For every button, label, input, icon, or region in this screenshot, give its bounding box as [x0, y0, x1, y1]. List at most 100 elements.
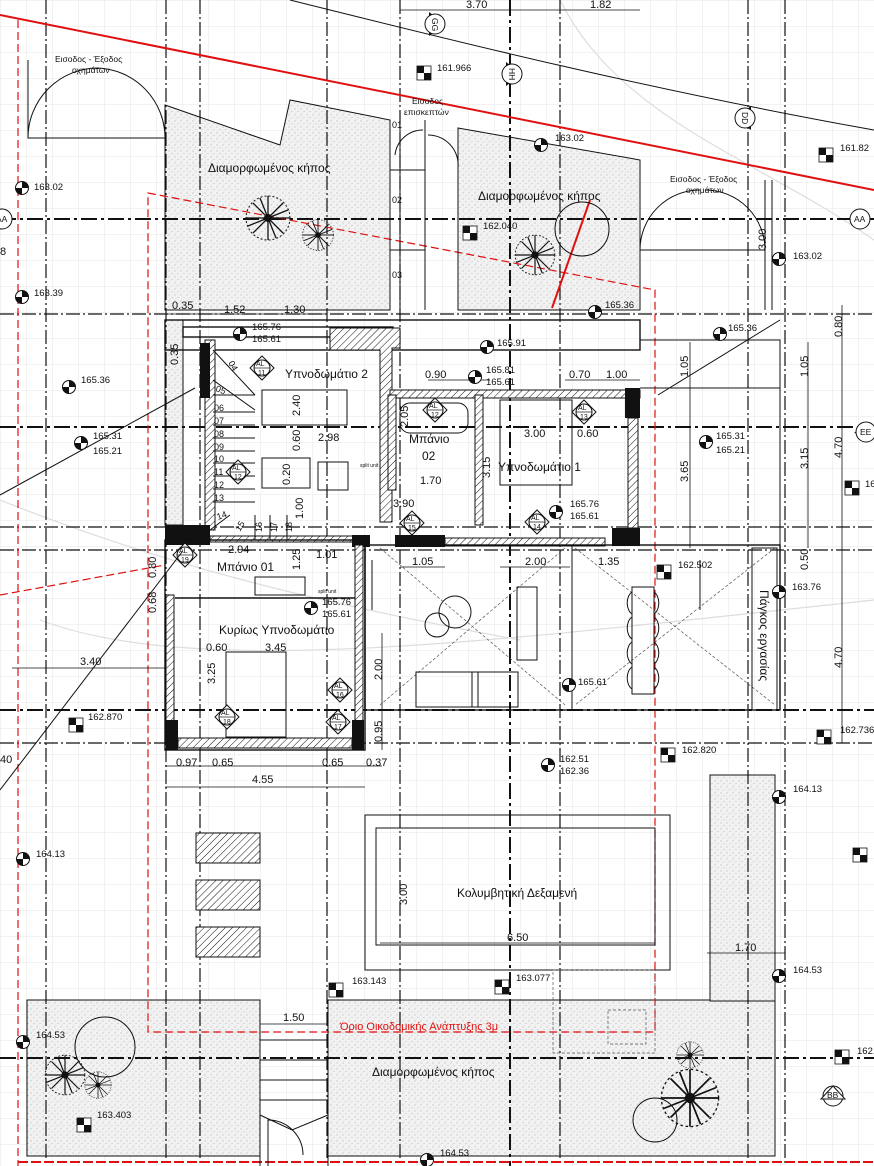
dimension-label: 0.20 [281, 464, 293, 485]
step-number: 13 [214, 493, 224, 503]
dimension-label: 40 [0, 754, 12, 766]
level-label: 162.820 [682, 745, 716, 756]
dimension-label: 3.15 [481, 457, 493, 478]
step-number: 04 [226, 359, 240, 373]
visitor-entrance-label: επισκεπτών [404, 107, 449, 117]
step-number: 18 [284, 522, 294, 532]
section-marker-gg: GG [424, 12, 446, 36]
dimension-label: 0.80 [833, 316, 845, 337]
dimension-label: 2.98 [318, 432, 339, 444]
step-number: 11 [214, 467, 223, 477]
step-number: 16 [254, 522, 264, 532]
level-label: 164.53 [440, 1148, 469, 1159]
dimension-label: 2.05 [399, 406, 411, 427]
bedroom-1-label: Υπνοδωμάτιο 1 [498, 460, 581, 474]
level-label: 165.76 [252, 322, 281, 333]
vehicle-entrance-label: Εισοδος - Έξοδος [55, 54, 122, 64]
master-bedroom-label: Κυρίως Υπνοδωμάτιο [219, 623, 335, 637]
vehicle-entrance-label: οχημάτων [72, 65, 110, 75]
svg-text:DD: DD [740, 112, 750, 124]
level-label: 165.21 [93, 446, 122, 457]
dimension-label: 1.70 [735, 942, 756, 954]
dimension-label: 4.55 [252, 774, 273, 786]
level-markers: 161.966 163.02 161.82 163.02 162.040 163… [15, 63, 874, 1166]
dimension-label: 0.65 [322, 757, 343, 769]
level-label: 163.403 [97, 1110, 131, 1121]
step-number: 09 [214, 442, 224, 452]
svg-text:AL: AL [179, 548, 188, 555]
swimming-pool [364, 814, 671, 1054]
tree-canopy-icon [554, 201, 610, 257]
dimension-label: 3.65 [679, 461, 691, 482]
dimension-label: 0.60 [206, 642, 227, 654]
dimension-label: 0.95 [373, 721, 385, 742]
outdoor-stairs [259, 1000, 329, 1166]
step-number: 12 [214, 480, 224, 490]
level-label: 16 [865, 479, 874, 490]
dimension-label: 1.05 [679, 356, 691, 377]
garden-strip-right [709, 774, 776, 1002]
dimension-label: 0.60 [577, 428, 598, 440]
svg-text:EE: EE [860, 427, 872, 437]
section-marker-bb: BB [819, 1085, 847, 1107]
svg-text:AA: AA [0, 214, 8, 224]
level-label: 165.76 [570, 499, 599, 510]
dimension-label: 3.45 [265, 642, 286, 654]
dimension-label: 4.70 [833, 437, 845, 458]
step-number: 08 [214, 429, 224, 439]
dimension-label: 1.00 [606, 369, 627, 381]
step-number: 17 [269, 522, 279, 532]
sun-loungers [195, 832, 261, 958]
garden-label: Διαμορφωμένος κήπος [208, 161, 331, 175]
level-label: 163.76 [792, 582, 821, 593]
bottom-gate [267, 1119, 304, 1166]
dimension-label: 2.94 [228, 544, 249, 556]
svg-text:AA: AA [854, 214, 866, 224]
section-marker-hh: HH [501, 62, 523, 86]
dimension-label: 3.15 [799, 448, 811, 469]
level-label: 162.040 [483, 221, 517, 232]
dimension-label: 1.01 [316, 549, 337, 561]
garden-label: Διαμορφωμένος κήπος [478, 189, 601, 203]
stair-numbers: 01 02 03 04 05 06 07 08 09 10 11 12 13 1… [214, 120, 402, 533]
level-label: 165.81 [486, 365, 515, 376]
level-label: 164.13 [793, 784, 822, 795]
svg-text:15: 15 [408, 525, 416, 532]
dimension-label: 0.35 [169, 344, 181, 365]
level-label: 162.870 [88, 712, 122, 723]
tree-canopy-icon [74, 1016, 136, 1078]
svg-text:AL: AL [531, 515, 540, 522]
building-limit-label: Όριο Οικοδομικής Ανάπτυξης 3μ [339, 1021, 498, 1033]
svg-text:AL: AL [332, 715, 341, 722]
svg-text:AL: AL [232, 465, 241, 472]
svg-text:17: 17 [334, 724, 342, 731]
entrances [27, 60, 773, 310]
level-label: 161.966 [437, 63, 471, 74]
dimensions: 3.70 1.82 0.35 1.52 1.30 0.35 2.40 2.98 … [0, 0, 845, 1024]
garden-area-bottom-right [327, 999, 776, 1157]
dimension-label: 3.70 [466, 0, 487, 11]
vehicle-entrance-label: οχημάτων [686, 185, 724, 195]
dimension-label: 0.65 [212, 757, 233, 769]
dimension-label: 6.50 [507, 932, 528, 944]
svg-text:HH: HH [507, 68, 517, 80]
dimension-label: 3.00 [524, 428, 545, 440]
level-label: 163.02 [793, 251, 822, 262]
level-label: 164.13 [36, 849, 65, 860]
bedroom-2-label: Υπνοδωμάτιο 2 [285, 367, 368, 381]
svg-text:BB: BB [827, 1090, 839, 1100]
gardens [26, 99, 776, 1157]
workbench-label: Πάγκος εργασίας [757, 590, 771, 681]
level-label: 165.21 [716, 445, 745, 456]
dimension-label: 3.00 [398, 884, 410, 905]
road-edge [289, 0, 874, 131]
